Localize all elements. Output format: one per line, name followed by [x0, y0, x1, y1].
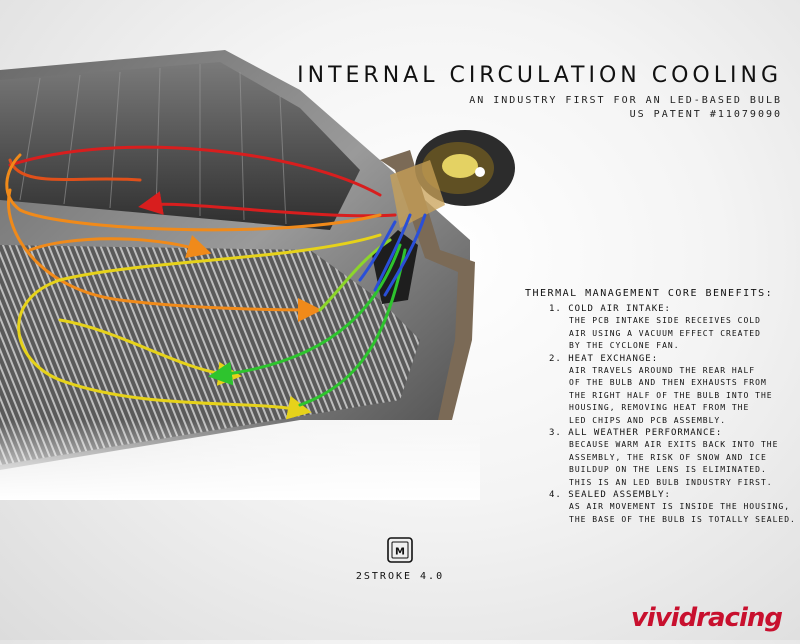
model-name: 2STROKE 4.0 [355, 571, 445, 582]
benefits-panel: THERMAL MANAGEMENT CORE BENEFITS: 1. COL… [525, 288, 795, 526]
benefit-body: THE PCB INTAKE SIDE RECEIVES COLD AIR US… [569, 316, 761, 350]
benefit-heading: 2. HEAT EXCHANGE: [549, 353, 659, 364]
brand-logo-icon: M [387, 537, 413, 563]
page-title: INTERNAL CIRCULATION COOLING [297, 63, 782, 88]
subtitle-line: AN INDUSTRY FIRST FOR AN LED-BASED BULB [469, 95, 782, 106]
benefit-body: BECAUSE WARM AIR EXITS BACK INTO THE ASS… [569, 440, 779, 487]
benefit-body: AS AIR MOVEMENT IS INSIDE THE HOUSING, T… [569, 502, 796, 524]
patent-number: US PATENT #11079090 [629, 109, 782, 120]
airflow-arrows [5, 145, 427, 420]
watermark-text: vividracing [631, 603, 783, 632]
subtitle: AN INDUSTRY FIRST FOR AN LED-BASED BULB … [262, 94, 782, 122]
logo-letter: M [395, 547, 405, 558]
benefit-body: AIR TRAVELS AROUND THE REAR HALF OF THE … [569, 365, 773, 425]
benefit-heading: 1. COLD AIR INTAKE: [549, 304, 671, 314]
led-bulb [372, 130, 515, 304]
benefits-heading: THERMAL MANAGEMENT CORE BENEFITS: [525, 288, 774, 299]
header: INTERNAL CIRCULATION COOLING AN INDUSTRY… [262, 62, 782, 122]
benefit-heading: 3. ALL WEATHER PERFORMANCE: [549, 428, 723, 438]
benefit-heading: 4. SEALED ASSEMBLY: [549, 490, 671, 500]
watermark-logo: vividracing [631, 603, 784, 632]
